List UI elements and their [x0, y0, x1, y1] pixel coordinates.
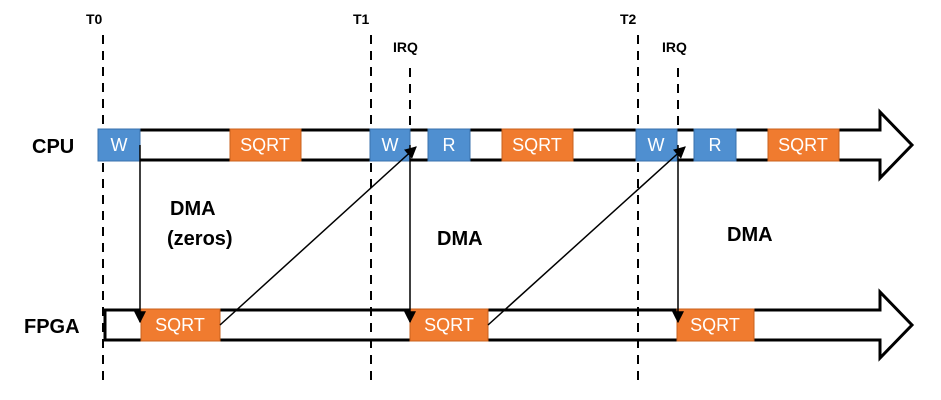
t1-label: T1 [353, 11, 370, 27]
fpga-timeline-arrow [103, 288, 915, 362]
cpu-block-w-1: W [97, 128, 141, 162]
result-arrow-1 [219, 146, 417, 326]
fpga-block-sqrt-2-label: SQRT [424, 315, 474, 335]
dma-label-2: DMA [437, 228, 483, 250]
cpu-block-r-1: R [427, 128, 471, 162]
t2-label: T2 [620, 11, 637, 27]
cpu-block-r-2-label: R [709, 135, 722, 155]
cpu-block-w-3-label: W [648, 135, 665, 155]
dma-label-3: DMA [727, 224, 773, 246]
cpu-block-r-2: R [693, 128, 737, 162]
cpu-block-w-2-label: W [382, 135, 399, 155]
fpga-block-sqrt-2: SQRT [409, 308, 489, 342]
cpu-block-sqrt-2: SQRT [501, 128, 574, 162]
cpu-block-sqrt-3: SQRT [767, 128, 840, 162]
irq-label-2: IRQ [662, 39, 687, 55]
dma-label-1-zeros: (zeros) [167, 228, 233, 250]
cpu-block-sqrt-2-label: SQRT [512, 135, 562, 155]
dma-label-1: DMA [170, 198, 216, 220]
cpu-row-label: CPU [32, 136, 74, 158]
cpu-block-w-1-label: W [111, 135, 128, 155]
irq-label-1: IRQ [393, 39, 418, 55]
cpu-block-w-2: W [369, 128, 411, 162]
result-arrow-2 [487, 146, 686, 326]
fpga-block-sqrt-3: SQRT [676, 308, 755, 342]
cpu-block-sqrt-1-label: SQRT [240, 135, 290, 155]
t0-label: T0 [86, 11, 103, 27]
fpga-block-sqrt-1: SQRT [140, 308, 221, 342]
cpu-block-sqrt-1: SQRT [229, 128, 302, 162]
fpga-block-sqrt-1-label: SQRT [155, 315, 205, 335]
cpu-block-r-1-label: R [443, 135, 456, 155]
fpga-block-sqrt-3-label: SQRT [690, 315, 740, 335]
cpu-block-w-3: W [635, 128, 678, 162]
cpu-block-sqrt-3-label: SQRT [778, 135, 828, 155]
fpga-row-label: FPGA [24, 316, 80, 338]
